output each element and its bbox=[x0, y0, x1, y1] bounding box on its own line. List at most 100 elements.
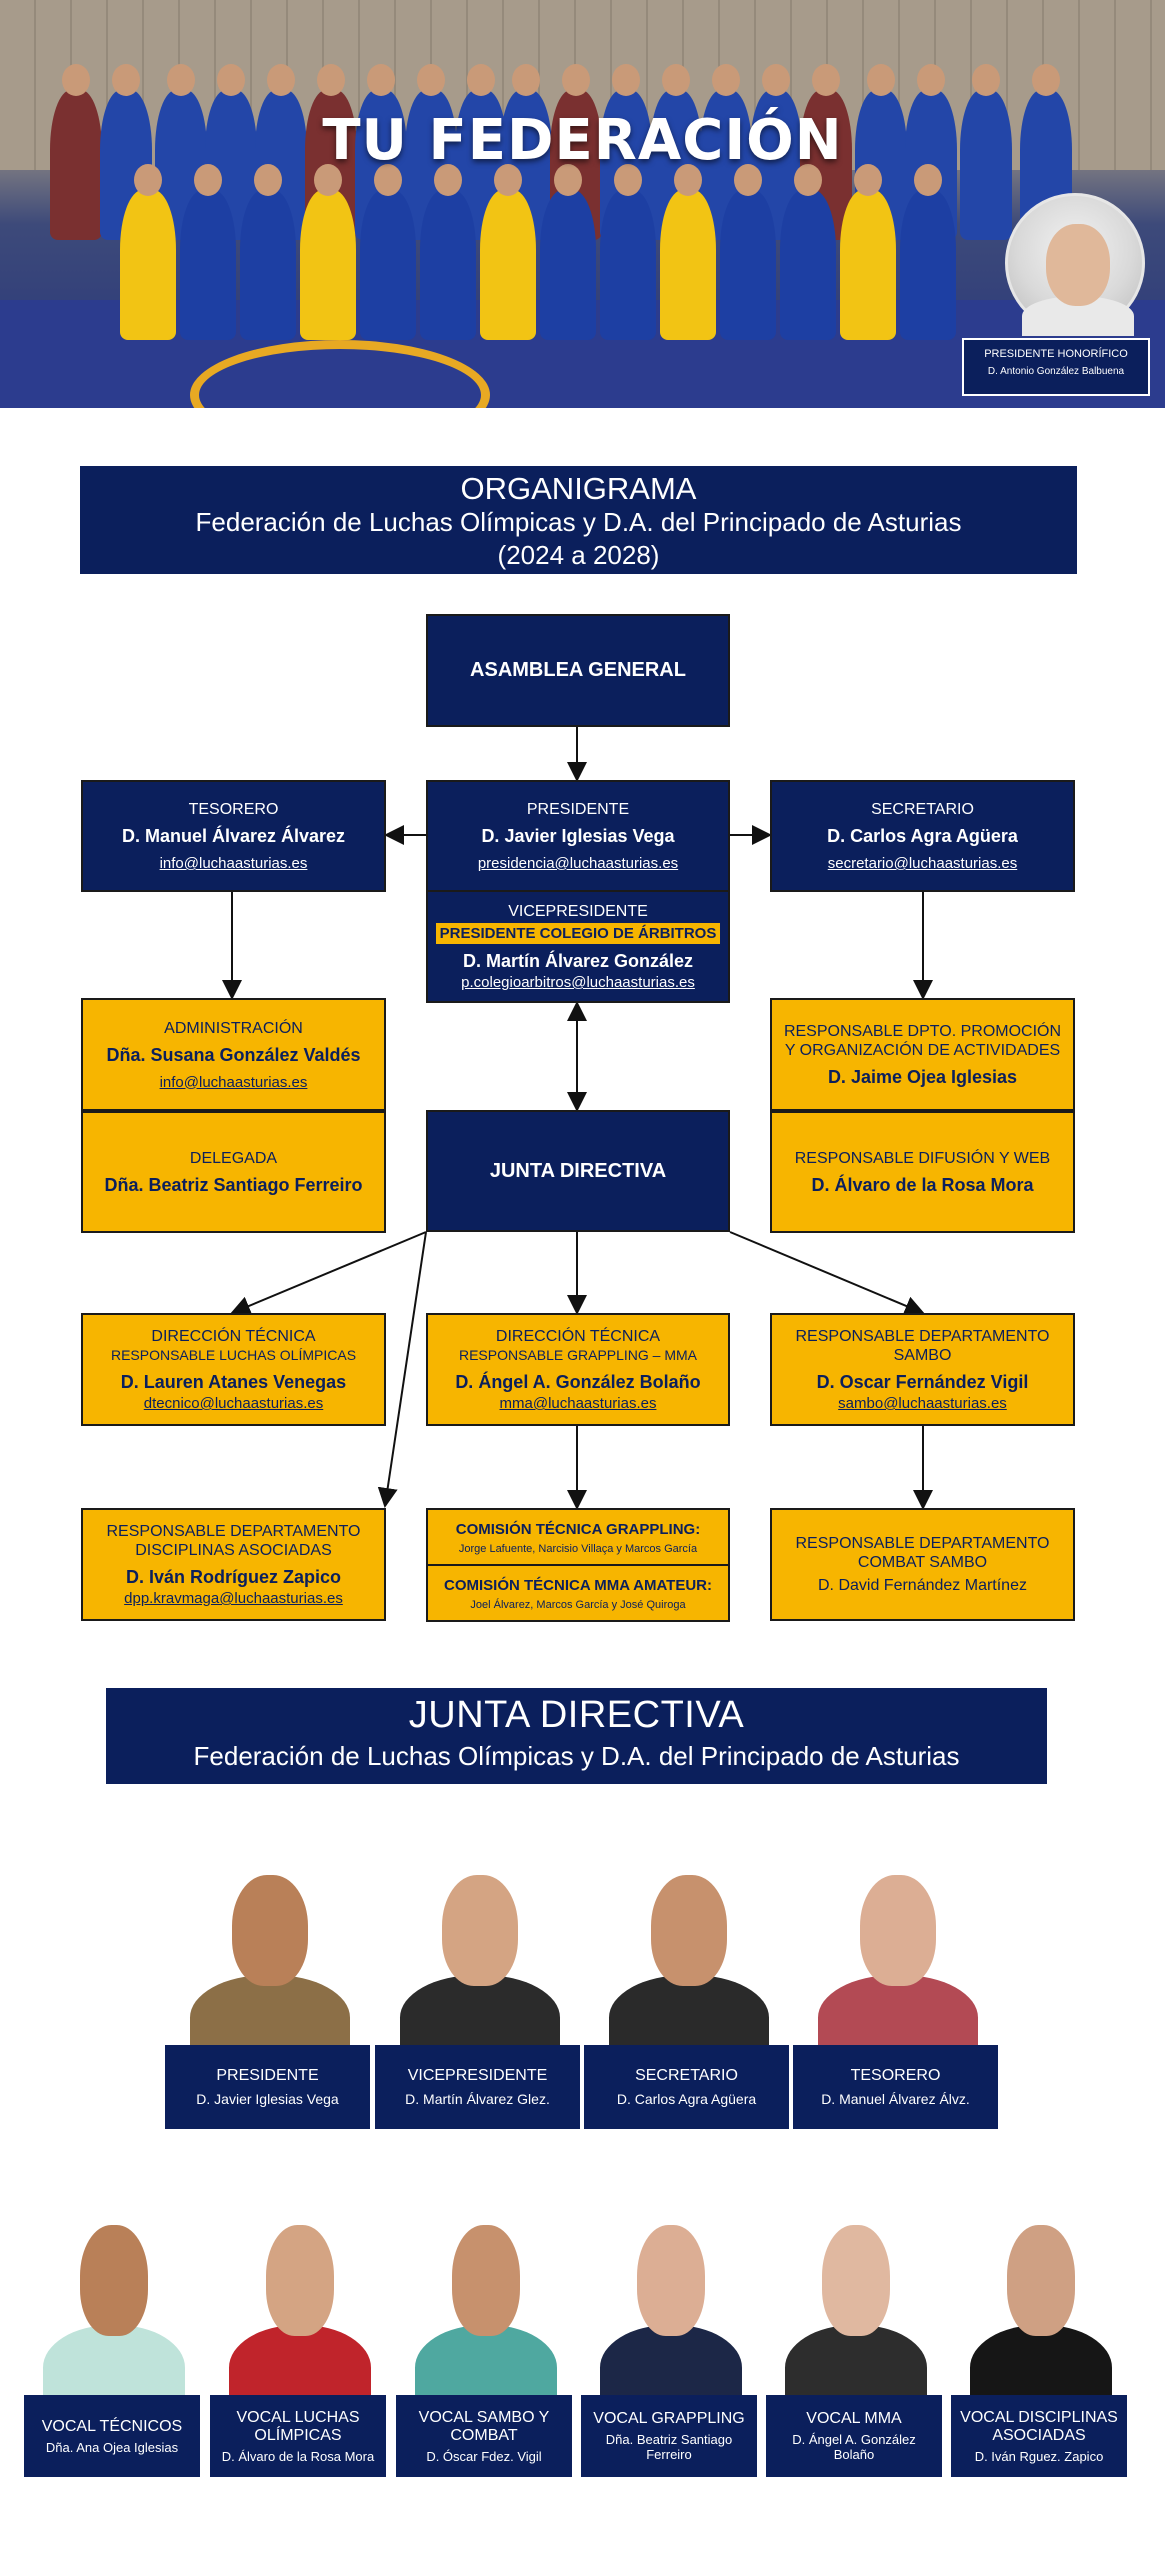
delegada-role: DELEGADA bbox=[189, 1149, 278, 1167]
direccion-luchas-email[interactable]: dtecnico@luchaasturias.es bbox=[143, 1395, 324, 1412]
direccion-grappling-box: DIRECCIÓN TÉCNICA RESPONSABLE GRAPPLING … bbox=[426, 1313, 730, 1426]
member-name: D. Óscar Fdez. Vigil bbox=[426, 2448, 542, 2464]
member-name: D. Javier Iglesias Vega bbox=[196, 2091, 339, 2107]
member-role: TESORERO bbox=[850, 2067, 941, 2084]
junta-directiva-banner: JUNTA DIRECTIVA Federación de Luchas Olí… bbox=[106, 1688, 1047, 1784]
vicepresidente-role: VICEPRESIDENTE bbox=[508, 903, 648, 920]
team-member bbox=[540, 164, 596, 340]
tesorero-role: TESORERO bbox=[188, 801, 279, 818]
member-role: SECRETARIO bbox=[635, 2067, 738, 2084]
direccion-grappling-sub: RESPONSABLE GRAPPLING – MMA bbox=[458, 1347, 698, 1363]
member-label-row2-1: VOCAL LUCHAS OLÍMPICAS D. Álvaro de la Ro… bbox=[210, 2395, 386, 2477]
tesorero-box: TESORERO D. Manuel Álvarez Álvarez info@… bbox=[81, 780, 386, 892]
member-name: D. Manuel Álvarez Álvz. bbox=[821, 2091, 970, 2107]
tesorero-name: D. Manuel Álvarez Álvarez bbox=[121, 826, 346, 846]
presidente-email[interactable]: presidencia@luchaasturias.es bbox=[477, 855, 679, 872]
team-member bbox=[840, 164, 896, 340]
member-name: D. Martín Álvarez Glez. bbox=[405, 2091, 550, 2107]
team-member bbox=[900, 164, 956, 340]
team-member bbox=[480, 164, 536, 340]
direccion-grappling-email[interactable]: mma@luchaasturias.es bbox=[499, 1395, 657, 1412]
honorary-president-photo bbox=[1005, 193, 1145, 336]
administracion-email[interactable]: info@luchaasturias.es bbox=[159, 1073, 308, 1091]
honorary-name: D. Antonio González Balbuena bbox=[987, 366, 1125, 377]
member-label-row2-5: VOCAL DISCIPLINAS ASOCIADAS D. Iván Rguez… bbox=[951, 2395, 1127, 2477]
administracion-name: Dña. Susana González Valdés bbox=[106, 1044, 361, 1065]
organigrama-period: (2024 a 2028) bbox=[497, 540, 660, 570]
honorary-president-label: PRESIDENTE HONORÍFICO D. Antonio Gonzále… bbox=[962, 338, 1150, 396]
honorary-role: PRESIDENTE HONORÍFICO bbox=[984, 348, 1128, 360]
sambo-role: RESPONSABLE DEPARTAMENTO SAMBO bbox=[795, 1328, 1050, 1364]
asamblea-label: ASAMBLEA GENERAL bbox=[470, 659, 686, 681]
team-member bbox=[780, 164, 836, 340]
promocion-name: D. Jaime Ojea Iglesias bbox=[827, 1066, 1018, 1087]
comision-grappling-role: COMISIÓN TÉCNICA GRAPPLING: bbox=[455, 1520, 701, 1538]
team-member bbox=[960, 64, 1012, 240]
team-member bbox=[720, 164, 776, 340]
member-label-row1-2: SECRETARIO D. Carlos Agra Agüera bbox=[584, 2045, 789, 2129]
member-photo-row2-4 bbox=[771, 2210, 941, 2395]
member-role: VOCAL LUCHAS OLÍMPICAS bbox=[236, 2408, 360, 2444]
tesorero-email[interactable]: info@luchaasturias.es bbox=[159, 855, 308, 872]
member-role: VOCAL TÉCNICOS bbox=[41, 2417, 183, 2435]
member-role: VOCAL DISCIPLINAS ASOCIADAS bbox=[960, 2408, 1118, 2444]
team-member bbox=[50, 64, 102, 240]
administracion-box: ADMINISTRACIÓN Dña. Susana González Vald… bbox=[81, 998, 386, 1111]
member-name: D. Iván Rguez. Zapico bbox=[974, 2448, 1104, 2464]
member-label-row1-3: TESORERO D. Manuel Álvarez Álvz. bbox=[793, 2045, 998, 2129]
member-photo-row1-2 bbox=[594, 1860, 784, 2045]
member-name: D. Ángel A. González Bolaño bbox=[792, 2432, 916, 2462]
member-photo-row2-3 bbox=[586, 2210, 756, 2395]
delegada-box: DELEGADA Dña. Beatriz Santiago Ferreiro bbox=[81, 1111, 386, 1233]
junta-directiva-subtitle: Federación de Luchas Olímpicas y D.A. de… bbox=[193, 1741, 960, 1771]
vicepresidente-email[interactable]: p.colegioarbitros@luchaasturias.es bbox=[461, 974, 695, 991]
member-photo-row1-3 bbox=[803, 1860, 993, 2045]
combat-sambo-name: D. David Fernández Martínez bbox=[818, 1577, 1027, 1594]
direccion-luchas-sub: RESPONSABLE LUCHAS OLÍMPICAS bbox=[110, 1347, 357, 1363]
delegada-name: Dña. Beatriz Santiago Ferreiro bbox=[104, 1174, 363, 1195]
disciplinas-email[interactable]: dpp.kravmaga@luchaasturias.es bbox=[124, 1590, 343, 1607]
promocion-role: RESPONSABLE DPTO. PROMOCIÓN Y ORGANIZACI… bbox=[783, 1022, 1062, 1059]
presidente-role: PRESIDENTE bbox=[526, 801, 630, 818]
comision-mma-names: Joel Álvarez, Marcos García y José Quiro… bbox=[470, 1598, 686, 1611]
promocion-box: RESPONSABLE DPTO. PROMOCIÓN Y ORGANIZACI… bbox=[770, 998, 1075, 1111]
team-member bbox=[420, 164, 476, 340]
presidente-box: PRESIDENTE D. Javier Iglesias Vega presi… bbox=[426, 780, 730, 892]
presidente-name: D. Javier Iglesias Vega bbox=[481, 826, 675, 846]
sambo-box: RESPONSABLE DEPARTAMENTO SAMBO D. Oscar … bbox=[770, 1313, 1075, 1426]
junta-label: JUNTA DIRECTIVA bbox=[489, 1159, 667, 1182]
direccion-luchas-role: DIRECCIÓN TÉCNICA bbox=[151, 1328, 316, 1345]
secretario-email[interactable]: secretario@luchaasturias.es bbox=[827, 855, 1018, 872]
secretario-box: SECRETARIO D. Carlos Agra Agüera secreta… bbox=[770, 780, 1075, 892]
member-name: D. Carlos Agra Agüera bbox=[616, 2091, 757, 2107]
team-member bbox=[180, 164, 236, 340]
member-photo-row2-2 bbox=[401, 2210, 571, 2395]
direccion-luchas-name: D. Lauren Atanes Venegas bbox=[120, 1372, 347, 1392]
hero-team-photo: TU FEDERACIÓN PRESIDENTE HONORÍFICO D. A… bbox=[0, 0, 1165, 408]
secretario-role: SECRETARIO bbox=[871, 801, 974, 818]
administracion-role: ADMINISTRACIÓN bbox=[164, 1019, 303, 1037]
hero-title: TU FEDERACIÓN bbox=[322, 108, 843, 173]
member-role: VOCAL MMA bbox=[806, 2410, 902, 2427]
comision-mma-role: COMISIÓN TÉCNICA MMA AMATEUR: bbox=[443, 1576, 713, 1594]
member-photo-row1-0 bbox=[175, 1860, 365, 2045]
member-name: D. Álvaro de la Rosa Mora bbox=[221, 2448, 375, 2464]
org-chart-arrows bbox=[222, 727, 933, 1510]
team-member bbox=[660, 164, 716, 340]
team-member bbox=[600, 164, 656, 340]
organigrama-banner: ORGANIGRAMA Federación de Luchas Olímpic… bbox=[80, 466, 1077, 574]
sambo-name: D. Oscar Fernández Vigil bbox=[816, 1372, 1029, 1392]
sambo-email[interactable]: sambo@luchaasturias.es bbox=[838, 1395, 1007, 1412]
organigrama-subtitle: Federación de Luchas Olímpicas y D.A. de… bbox=[195, 507, 962, 537]
member-label-row2-4: VOCAL MMA D. Ángel A. González Bolaño bbox=[766, 2395, 942, 2477]
difusion-name: D. Álvaro de la Rosa Mora bbox=[811, 1174, 1034, 1195]
team-member bbox=[240, 164, 296, 340]
comision-grappling-names: Jorge Lafuente, Narcisio Villaça y Marco… bbox=[458, 1542, 698, 1555]
member-photo-row2-5 bbox=[956, 2210, 1126, 2395]
difusion-box: RESPONSABLE DIFUSIÓN Y WEB D. Álvaro de … bbox=[770, 1111, 1075, 1233]
disciplinas-name: D. Iván Rodríguez Zapico bbox=[125, 1567, 342, 1587]
